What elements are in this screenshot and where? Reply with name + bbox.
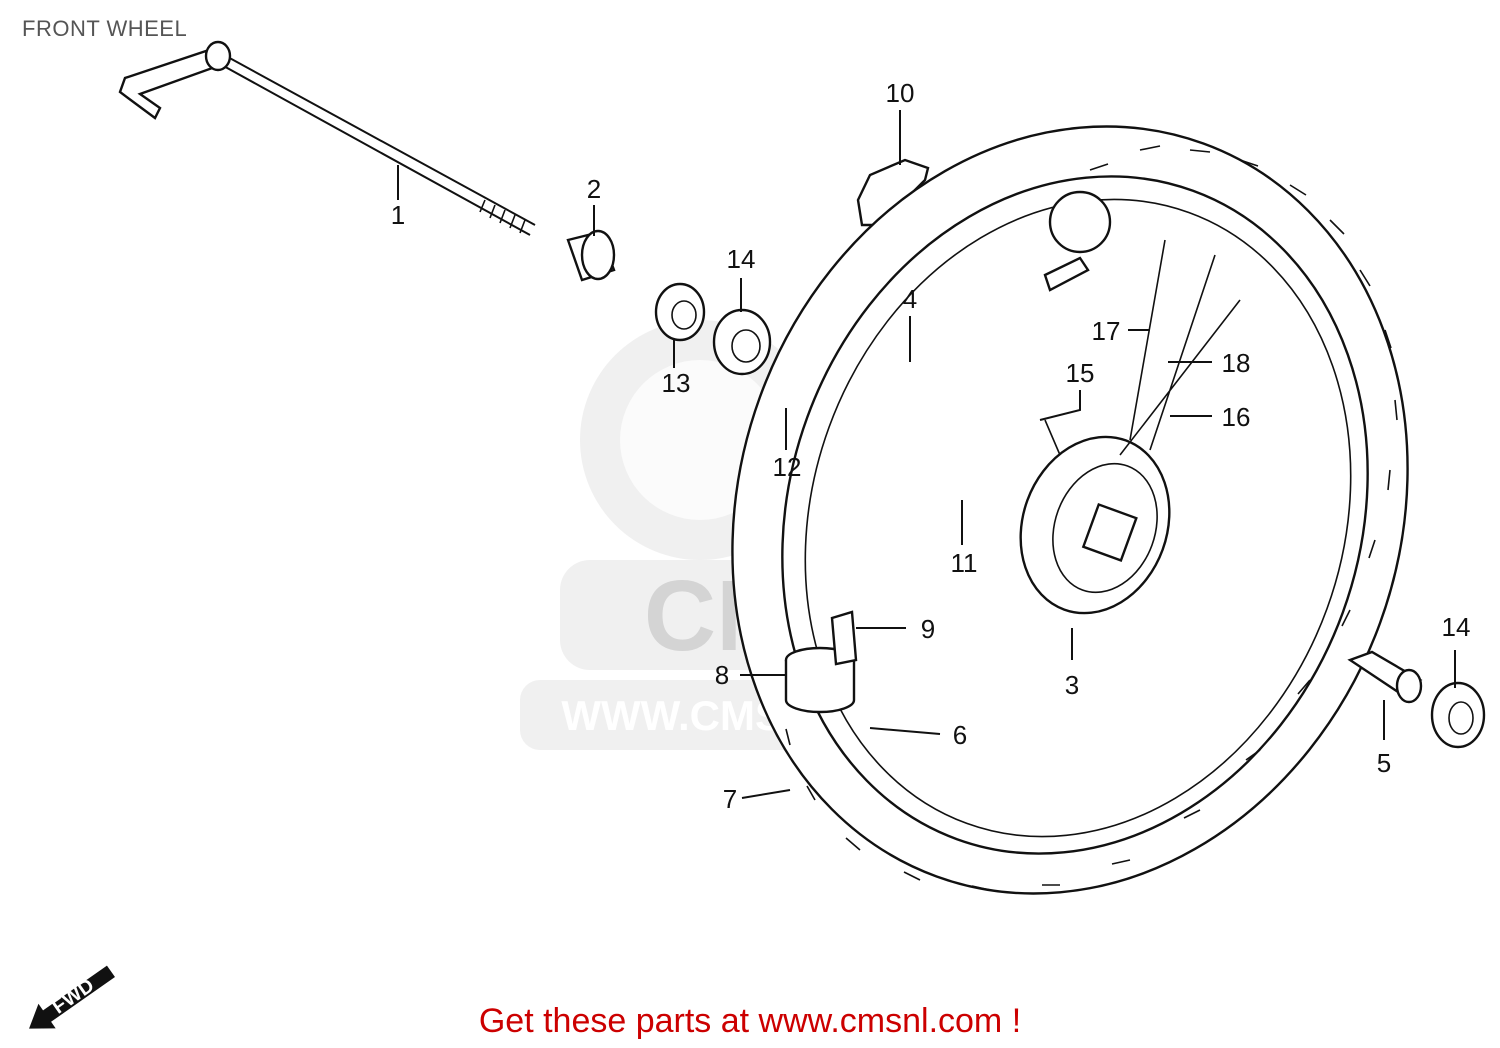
leader-lines [397, 110, 1456, 799]
callout-1: 1 [391, 200, 405, 230]
footer-link[interactable]: Get these parts at www.cmsnl.com ! [478, 1002, 1022, 1040]
callout-5: 5 [1377, 748, 1391, 778]
callout-15: 15 [1066, 358, 1095, 388]
part-9 [830, 610, 858, 666]
part-wheel [731, 125, 1409, 895]
callout-8: 8 [715, 660, 729, 690]
callout-3: 3 [1065, 670, 1079, 700]
callouts: 1 2 3 4 5 6 7 8 9 10 11 12 13 14 14 15 1… [391, 78, 1471, 814]
part-spacer [566, 229, 616, 282]
callout-6: 6 [953, 720, 967, 750]
callout-7: 7 [723, 784, 737, 814]
callout-16: 16 [1222, 402, 1251, 432]
part-spacer-5 [1347, 650, 1423, 704]
callout-9: 9 [921, 614, 935, 644]
callout-11: 11 [951, 548, 978, 578]
callout-2: 2 [587, 174, 601, 204]
callout-14a: 14 [727, 244, 756, 274]
part-axle [118, 40, 536, 236]
part-bearing-14b [1430, 681, 1486, 749]
callout-4: 4 [903, 284, 917, 314]
part-bearing-14a [712, 308, 772, 376]
part-bearing-13 [654, 282, 706, 342]
callout-10: 10 [886, 78, 915, 108]
callout-13: 13 [662, 368, 691, 398]
callout-12: 12 [773, 452, 802, 482]
callout-18: 18 [1222, 348, 1251, 378]
callout-14b: 14 [1442, 612, 1471, 642]
diagram-title: FRONT WHEEL [22, 16, 188, 41]
callout-17: 17 [1092, 316, 1121, 346]
